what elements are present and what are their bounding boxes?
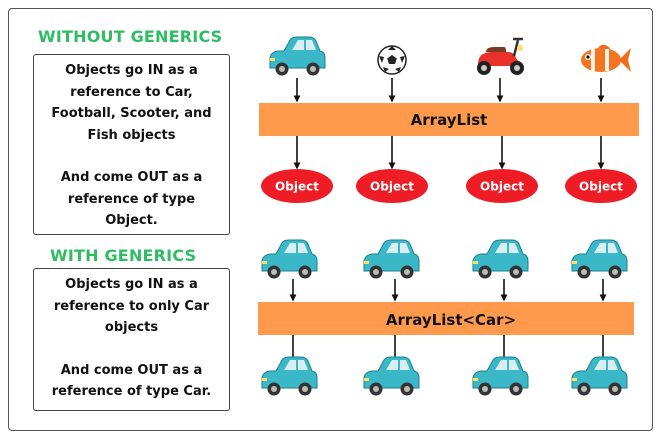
arraylist-car-label: ArrayList<Car> — [386, 311, 516, 329]
description-line: reference to Car, — [70, 84, 193, 100]
car-icon — [261, 239, 318, 279]
car-icon — [571, 239, 628, 279]
description-line: reference to only Car — [53, 298, 210, 314]
description-line: reference of type — [67, 191, 196, 207]
with-generics-heading: WITH GENERICS — [50, 246, 197, 265]
car-icon — [472, 356, 529, 396]
object-ellipse — [356, 169, 428, 203]
object-ellipse — [565, 169, 637, 203]
object-label: Object — [370, 180, 414, 194]
description-line: Object. — [105, 213, 158, 228]
with-generics-description: Objects go IN as a reference to only Car… — [33, 268, 230, 411]
description-line: Fish objects — [87, 127, 176, 143]
description-line: objects — [104, 320, 159, 335]
car-icon — [363, 239, 420, 279]
car-icon — [363, 356, 420, 396]
description-line: reference of type Car. — [51, 384, 212, 399]
without-generics-heading: WITHOUT GENERICS — [38, 27, 223, 46]
diagram-frame — [8, 8, 653, 431]
scooter-icon — [475, 37, 526, 77]
fish-icon — [581, 44, 631, 72]
object-ellipse — [261, 169, 333, 203]
description-line: Football, Scooter, and — [51, 106, 212, 121]
object-label: Object — [275, 180, 319, 194]
object-label: Object — [480, 180, 524, 194]
description-line: And come OUT as a — [60, 362, 203, 378]
description-line: Objects go IN as a — [65, 63, 198, 78]
arraylist-bar — [259, 103, 639, 136]
football-icon — [377, 45, 407, 75]
without-generics-description: Objects go IN as a reference to Car, Foo… — [33, 54, 230, 235]
arraylist-car-bar — [258, 302, 634, 335]
object-label: Object — [579, 180, 623, 194]
description-line: And come OUT as a — [60, 170, 203, 185]
car-icon — [571, 356, 628, 396]
car-icon — [269, 36, 326, 76]
description-line: Objects go IN as a — [65, 277, 198, 292]
car-icon — [472, 239, 529, 279]
car-icon — [261, 356, 318, 396]
object-ellipse — [466, 169, 538, 203]
arraylist-label: ArrayList — [411, 111, 488, 129]
